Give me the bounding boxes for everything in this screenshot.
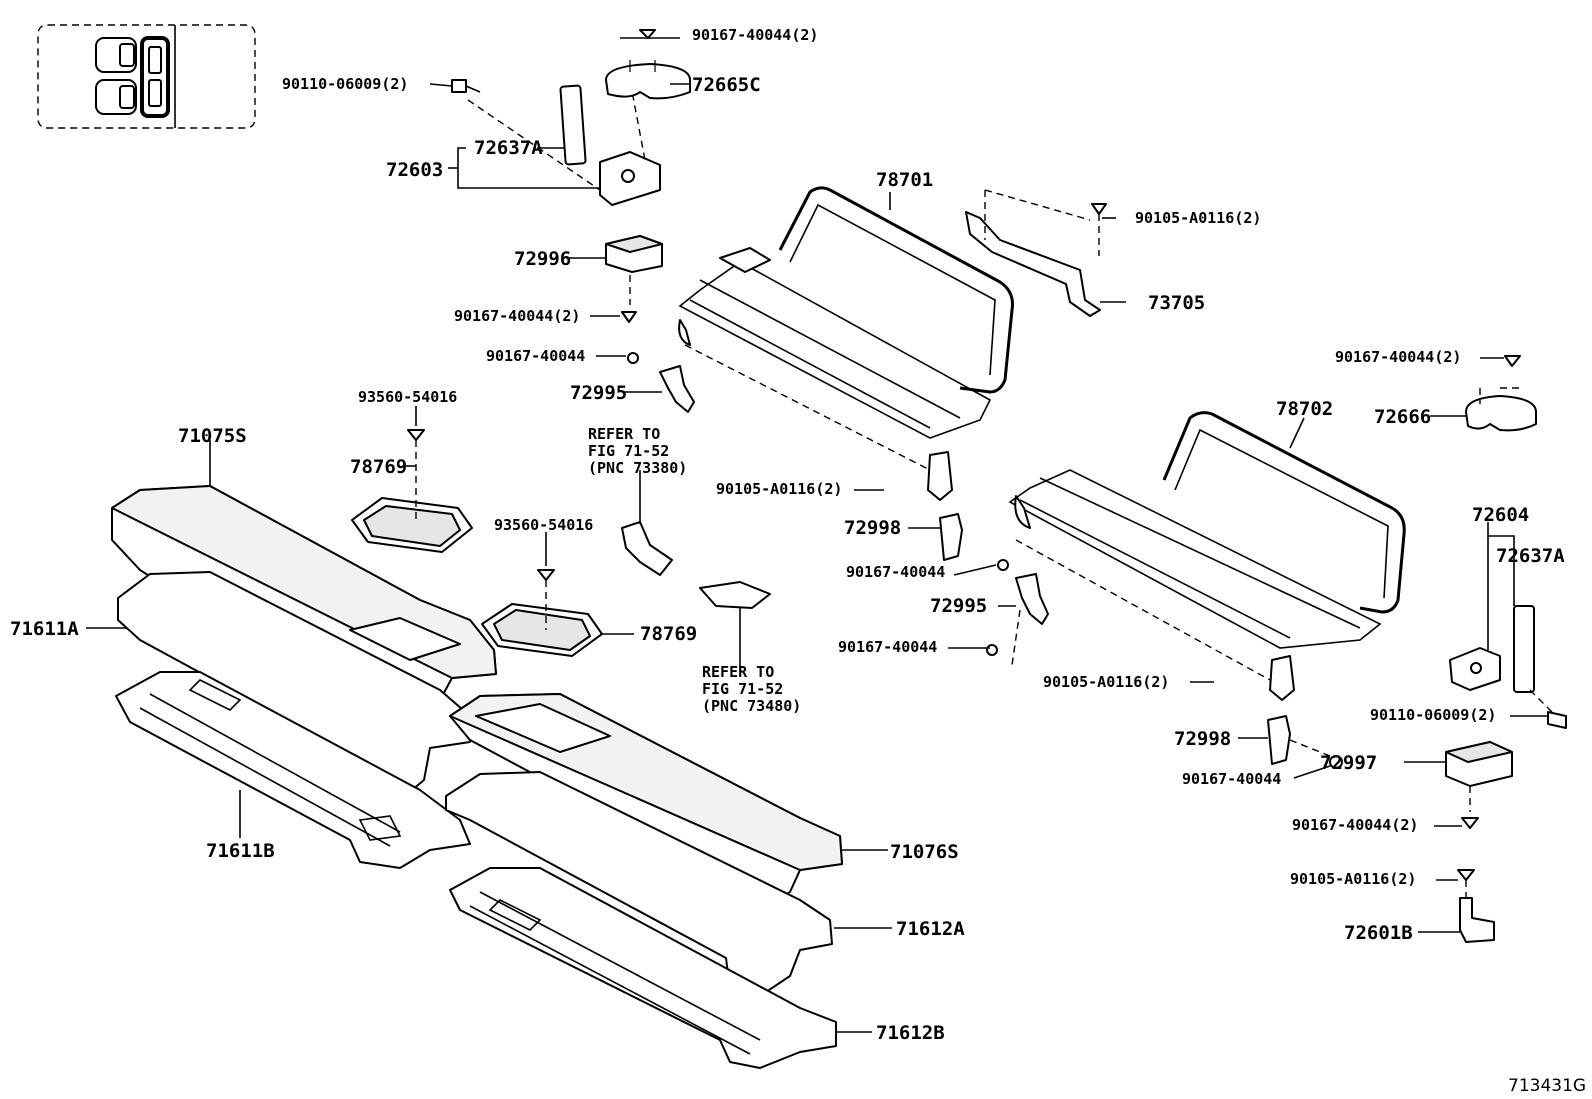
part-label: 90167-40044 <box>846 563 946 581</box>
part-label: 72601B <box>1344 922 1413 944</box>
part-label: 78769 <box>640 623 698 645</box>
cup-holder-78769-lower <box>481 569 603 657</box>
part-label: 71075S <box>178 425 247 447</box>
cap-72665C <box>605 29 691 100</box>
bolt-icon <box>451 79 481 93</box>
part-label: 72603 <box>386 159 444 181</box>
cap-72666 <box>1465 355 1537 432</box>
cup-holder-78769-upper <box>351 429 473 553</box>
latch-ref-73480 <box>699 581 771 609</box>
bracket-73705 <box>965 189 1107 317</box>
seat-base-71612B <box>449 867 837 1069</box>
part-label: 72995 <box>570 382 628 404</box>
part-label: 72997 <box>1320 752 1378 774</box>
part-label: 71611B <box>206 840 275 862</box>
part-label: 72996 <box>514 248 572 270</box>
part-label: 90167-40044 <box>486 347 586 365</box>
refer-note-73480: REFER TO FIG 71-52 (PNC 73480) <box>702 663 802 715</box>
part-label: 72604 <box>1472 504 1530 526</box>
clip-72998-lower <box>1267 715 1343 769</box>
part-label: 78769 <box>350 456 408 478</box>
part-label: 90167-40044(2) <box>692 26 819 44</box>
hook-72995-lower <box>986 559 1049 666</box>
part-label: 90167-40044(2) <box>1335 348 1462 366</box>
bracket-72996 <box>605 235 663 323</box>
part-label: 90105-A0116(2) <box>1043 673 1170 691</box>
clip-72998-upper <box>939 513 963 561</box>
part-label: 71612A <box>896 918 965 940</box>
part-label: 72998 <box>1174 728 1232 750</box>
part-label: 90167-40044(2) <box>1292 816 1419 834</box>
part-label: 72998 <box>844 517 902 539</box>
seat-pad-71612A <box>445 771 833 997</box>
seat-cushion-71076S <box>449 693 843 911</box>
part-label: 93560-54016 <box>494 516 594 534</box>
part-label: 90105-A0116(2) <box>1135 209 1262 227</box>
leader-lines <box>86 37 1548 1033</box>
diagram-id: 713431G <box>1508 1076 1587 1096</box>
part-label: 71611A <box>10 618 79 640</box>
part-label: 78701 <box>876 169 934 191</box>
bracket-72601B <box>1457 869 1495 943</box>
latch-ref-73380 <box>621 521 673 576</box>
hook-72995-upper <box>627 352 695 413</box>
hinge-72603 <box>467 69 661 206</box>
part-label: 72637A <box>1496 545 1565 567</box>
part-label: 71076S <box>890 841 959 863</box>
seat-base-71611B <box>115 671 471 869</box>
seat-frame-78702 <box>1008 411 1406 701</box>
part-label: 90110-06009(2) <box>282 75 409 93</box>
part-label: 90167-40044(2) <box>454 307 581 325</box>
refer-note-73380: REFER TO FIG 71-52 (PNC 73380) <box>588 425 688 477</box>
part-label: 71612B <box>876 1022 945 1044</box>
part-label: 90105-A0116(2) <box>1290 870 1417 888</box>
part-label: 90167-40044 <box>838 638 938 656</box>
part-label: 72637A <box>474 137 543 159</box>
vehicle-locator-inset <box>37 24 256 129</box>
part-label: 72995 <box>930 595 988 617</box>
seat-pad-71611A <box>117 571 471 801</box>
part-label: 93560-54016 <box>358 388 458 406</box>
part-label: 73705 <box>1148 292 1206 314</box>
part-label: 90167-40044 <box>1182 770 1282 788</box>
part-label: 78702 <box>1276 398 1334 420</box>
bracket-72997 <box>1445 741 1513 829</box>
hinge-72604 <box>1449 605 1567 729</box>
part-label: 72666 <box>1374 406 1432 428</box>
part-label: 90110-06009(2) <box>1370 706 1497 724</box>
part-label: 72665C <box>692 74 761 96</box>
part-label: 90105-A0116(2) <box>716 480 843 498</box>
seat-frame-78701 <box>678 186 1014 501</box>
